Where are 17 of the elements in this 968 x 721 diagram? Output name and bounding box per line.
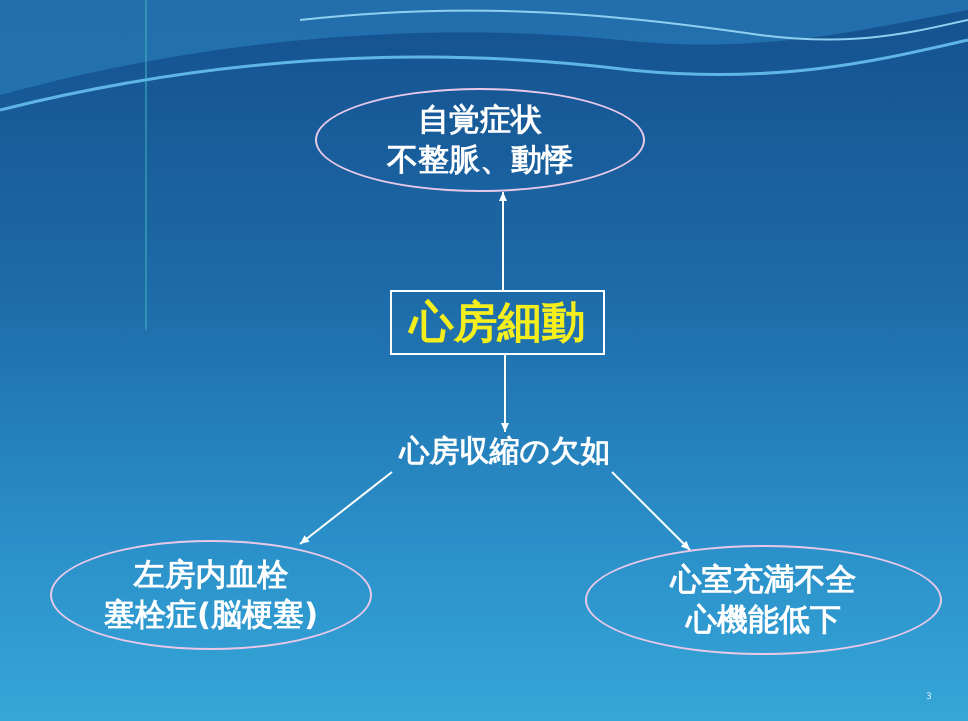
node-text: 左房内血栓	[134, 556, 288, 595]
node-text: 自覚症状	[418, 101, 542, 140]
arrow	[501, 355, 509, 432]
page-number: 3	[926, 692, 932, 702]
node-text: 塞栓症(脳梗塞)	[104, 596, 318, 635]
complication-ellipse	[50, 540, 372, 650]
arrow	[299, 471, 393, 545]
arrow	[611, 471, 691, 551]
complication-ellipse	[585, 545, 942, 655]
node-text: 心室充満不全	[670, 561, 856, 600]
symptom-ellipse	[315, 88, 645, 192]
node-text: 心房収縮の欠如	[400, 433, 610, 471]
node-text: 心房細動	[410, 296, 586, 350]
arrow	[499, 192, 507, 290]
node-text: 心機能低下	[686, 601, 841, 640]
title-box	[390, 290, 605, 355]
node-text: 不整脈、動悸	[387, 141, 573, 180]
